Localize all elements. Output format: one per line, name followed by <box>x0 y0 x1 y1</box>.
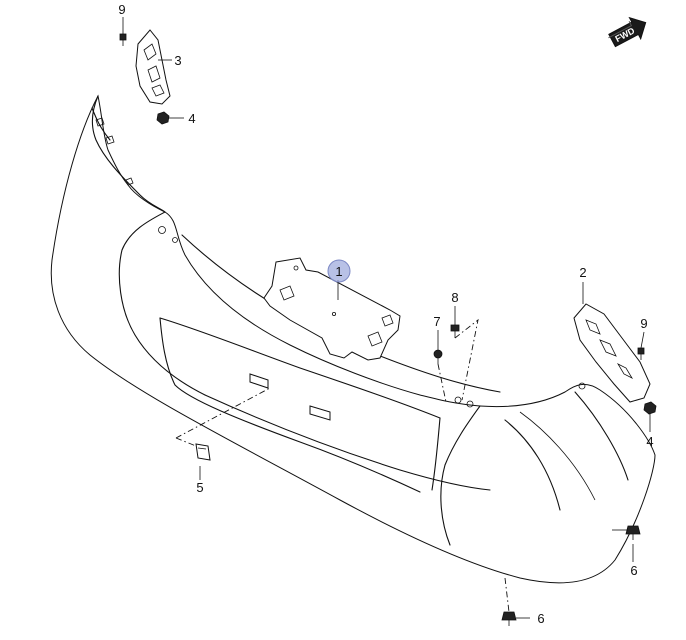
callout-9-right: 9 <box>640 316 647 331</box>
callout-1-highlight <box>327 259 351 283</box>
callout-4-right: 4 <box>646 434 653 449</box>
callout-6-bottom: 6 <box>537 611 544 626</box>
clip-6-bottom <box>501 611 517 626</box>
callout-1: 1 <box>335 264 342 279</box>
callout-3: 3 <box>174 53 181 68</box>
callout-2: 2 <box>579 265 586 280</box>
center-bracket <box>263 257 401 361</box>
callout-7: 7 <box>433 314 440 329</box>
nut-4-right <box>643 401 657 415</box>
bumper-cover <box>50 94 656 584</box>
callouts: 1 2 3 4 4 5 6 6 7 8 9 9 <box>118 2 653 626</box>
callout-8: 8 <box>451 290 458 305</box>
upper-left-bracket <box>135 29 171 105</box>
fwd-arrow-icon: FWD <box>608 16 647 48</box>
screw-9-right <box>637 347 645 360</box>
clip-5 <box>195 443 211 461</box>
clip-7 <box>433 349 443 364</box>
callout-6-right: 6 <box>630 563 637 578</box>
right-side-bracket <box>573 303 651 403</box>
clip-6-right <box>625 525 641 540</box>
callout-4-left: 4 <box>188 111 195 126</box>
leader-lines <box>122 17 651 619</box>
nut-4-left <box>156 111 170 125</box>
screw-9-left <box>119 33 127 46</box>
callout-9-left: 9 <box>118 2 125 17</box>
callout-5: 5 <box>196 480 203 495</box>
